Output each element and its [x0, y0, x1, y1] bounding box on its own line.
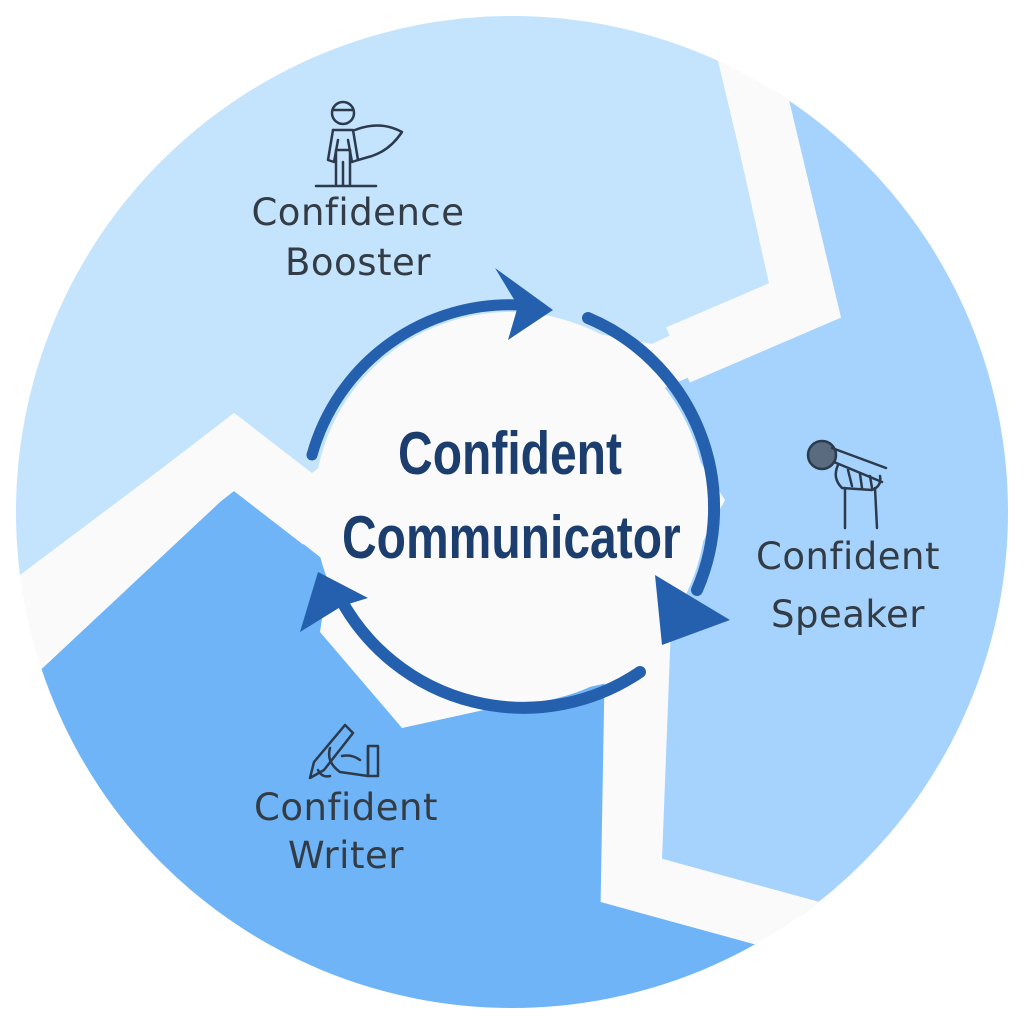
writing-hand-icon: [308, 723, 380, 780]
center-title: Confident Communicator: [342, 412, 681, 580]
label-confident-writer-line2: Writer: [288, 834, 404, 877]
label-confident-writer-line1: Confident: [254, 786, 438, 829]
segment-confident-speaker: [655, 16, 1008, 1008]
arrow-arc-bottom: [334, 592, 646, 714]
center-circle: [314, 312, 706, 704]
divider-bottom: [600, 649, 820, 958]
arrow-arc-right: [582, 312, 721, 596]
arrow-head-bottom: [300, 572, 368, 632]
divider-top-right: [666, 16, 842, 383]
label-confidence-booster-line2: Booster: [285, 241, 431, 284]
arrow-arc-top: [306, 299, 526, 461]
label-confidence-booster: Confidence Booster: [228, 188, 488, 288]
center-title-line1: Confident: [398, 420, 622, 487]
arrow-head-right: [655, 575, 730, 645]
label-confident-speaker-line1: Confident: [756, 535, 940, 578]
label-confidence-booster-line1: Confidence: [251, 191, 465, 234]
microphone-hand-icon: [806, 439, 888, 530]
arrow-head-top: [495, 268, 553, 340]
superhero-icon: [314, 100, 404, 188]
segment-confidence-booster: [16, 16, 770, 590]
center-title-line2: Communicator: [342, 504, 681, 571]
divider-left: [16, 412, 341, 665]
label-confident-speaker: Confident Speaker: [728, 528, 968, 644]
label-confident-speaker-line2: Speaker: [771, 593, 925, 636]
label-confident-writer: Confident Writer: [226, 784, 466, 880]
segment-confident-writer: [16, 489, 1008, 1008]
